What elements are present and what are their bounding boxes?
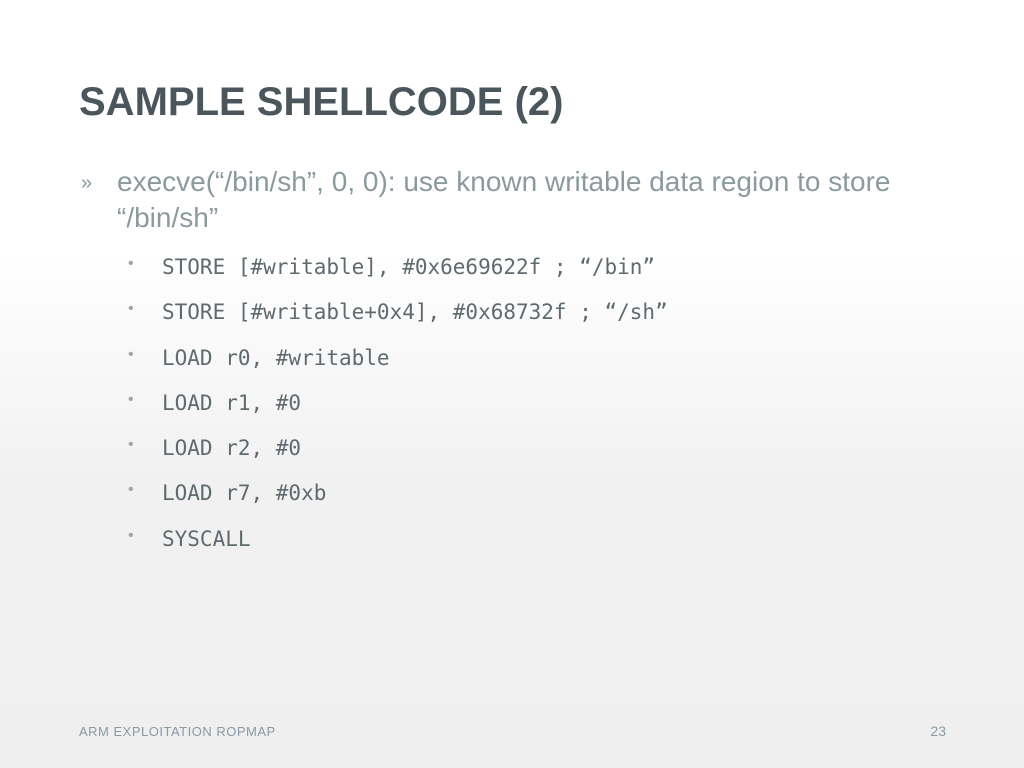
code-line: LOAD r0, #writable — [162, 345, 390, 370]
slide-title: SAMPLE SHELLCODE (2) — [79, 80, 564, 124]
bullet-dot-icon: • — [128, 345, 134, 363]
bullet-dot-icon: • — [128, 481, 134, 499]
main-bullet-text: execve(“/bin/sh”, 0, 0): use known writa… — [117, 166, 891, 233]
code-line: LOAD r1, #0 — [162, 390, 302, 415]
page-number: 23 — [930, 723, 946, 739]
bullet-dot-icon: • — [128, 390, 134, 408]
code-line: SYSCALL — [162, 526, 251, 551]
main-bullet: » execve(“/bin/sh”, 0, 0): use known wri… — [79, 164, 959, 236]
bullet-dot-icon: • — [128, 255, 134, 272]
bullet-dot-icon: • — [128, 436, 134, 454]
code-line: STORE [#writable], #0x6e69622f ; “/bin” — [162, 255, 656, 279]
footer-text: ARM EXPLOITATION ROPMAP — [79, 724, 276, 739]
code-line: LOAD r2, #0 — [162, 436, 302, 461]
bullet-dot-icon: • — [128, 526, 134, 544]
bullet-dot-icon: • — [128, 300, 134, 318]
code-line: LOAD r7, #0xb — [162, 481, 327, 506]
code-line: STORE [#writable+0x4], #0x68732f ; “/sh” — [162, 300, 668, 325]
bullet-marker-icon: » — [81, 172, 93, 194]
